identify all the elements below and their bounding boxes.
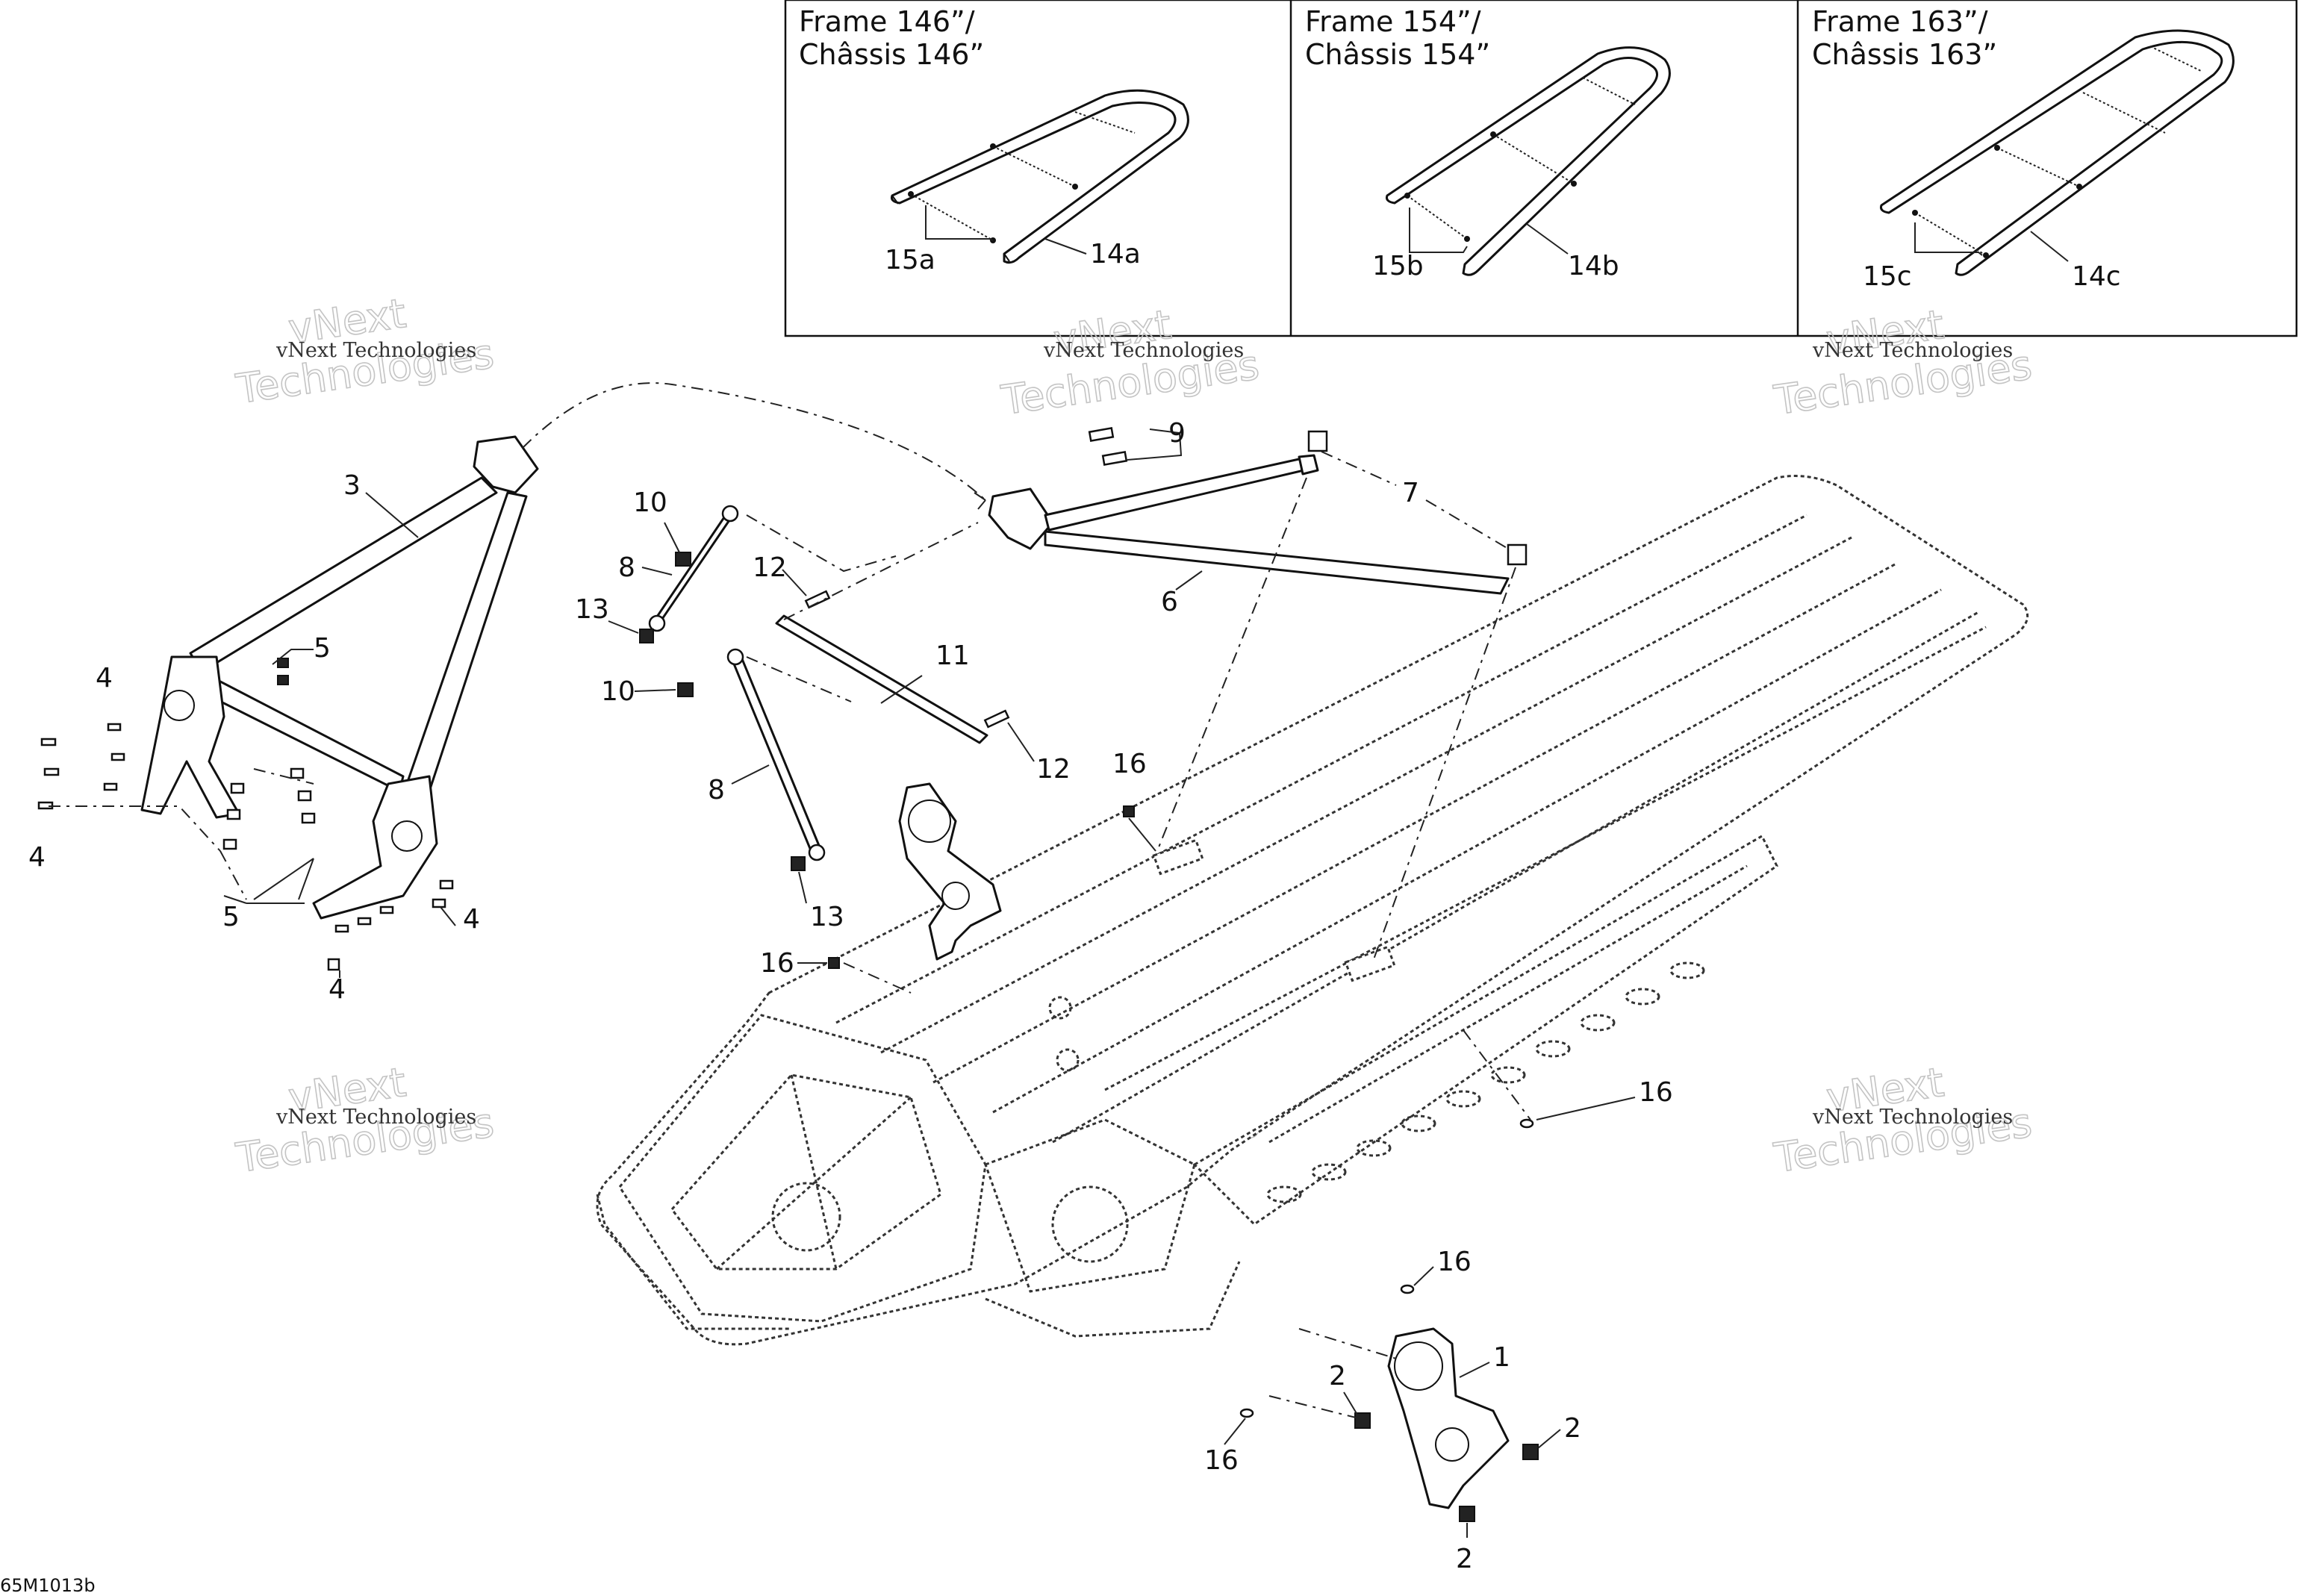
inset-title-line2: Châssis 163” — [1812, 38, 1997, 71]
inset-frame-border — [784, 0, 2298, 337]
loose-bracket — [898, 782, 1002, 961]
callout-8: 8 — [618, 552, 635, 583]
cross-lines-154 — [1404, 77, 1636, 242]
callout-10: 10 — [601, 676, 635, 707]
callout-12: 12 — [753, 552, 787, 583]
callout-16: 16 — [760, 948, 794, 979]
chassis-tunnel — [596, 475, 2029, 1346]
label-14c: 14c — [2072, 261, 2121, 292]
rail-loop-14c — [1880, 29, 2235, 276]
inset-frame-163: Frame 163”/ Châssis 163” 15c 14c — [1812, 5, 2235, 292]
callout-10: 10 — [633, 487, 667, 518]
callout-2: 2 — [1329, 1361, 1346, 1391]
inset-title-line2: Châssis 154” — [1305, 38, 1490, 71]
callout-6: 6 — [1161, 587, 1178, 617]
rail-loop-14a — [891, 89, 1189, 264]
label-15a: 15a — [885, 245, 935, 275]
callout-16: 16 — [1112, 749, 1147, 779]
watermark-text: vNext Technologies — [1043, 339, 1244, 362]
drawing-code: 65M1013b — [0, 1575, 96, 1596]
callout-2: 2 — [1564, 1413, 1581, 1444]
callout-16: 16 — [1437, 1247, 1472, 1277]
callout-12: 12 — [1036, 754, 1071, 785]
inset-frame-146: Frame 146”/ Châssis 146” 15a 14a — [799, 5, 1189, 275]
callout-4: 4 — [463, 904, 480, 935]
callout-11: 11 — [935, 640, 970, 671]
callout-16: 16 — [1639, 1077, 1673, 1108]
callout-9: 9 — [1168, 418, 1186, 449]
callout-13: 13 — [575, 594, 609, 625]
watermark-text: vNext Technologies — [275, 339, 476, 362]
callout-13: 13 — [810, 902, 844, 932]
inset-title-line1: Frame 154”/ — [1305, 5, 1481, 38]
fasteners-left — [37, 658, 454, 971]
inset-title-line1: Frame 163”/ — [1812, 5, 1988, 38]
callout-5: 5 — [314, 633, 331, 664]
watermark-text: vNext Technologies — [1812, 339, 2013, 362]
callout-8: 8 — [708, 775, 725, 805]
cross-lines-163 — [1912, 46, 2203, 258]
part-7-nuts — [1156, 430, 1528, 960]
part-16-rivets — [828, 805, 1534, 1418]
inset-frame-154: Frame 154”/ Châssis 154” 15b 14b — [1305, 5, 1671, 281]
hardware-10-12-13 — [639, 514, 1010, 871]
inset-title-line1: Frame 146”/ — [799, 5, 975, 38]
callout-3: 3 — [343, 470, 361, 501]
watermark-text: vNext Technologies — [1812, 1106, 2013, 1129]
side-wall-cutouts — [1266, 961, 1705, 1203]
part-3-front-a-frame — [140, 435, 539, 920]
callout-4: 4 — [328, 974, 346, 1005]
part-1-bracket — [1387, 1327, 1510, 1509]
cross-lines-146 — [908, 111, 1136, 243]
rail-loop-14b — [1386, 46, 1671, 276]
label-15c: 15c — [1863, 261, 1912, 292]
callout-16: 16 — [1204, 1445, 1239, 1476]
label-15b: 15b — [1372, 251, 1424, 281]
callout-2: 2 — [1456, 1544, 1473, 1574]
part-11-rod — [775, 614, 988, 744]
part-9-bolts — [1088, 427, 1183, 466]
watermark-text: vNext Technologies — [275, 1106, 476, 1129]
label-14a: 14a — [1090, 239, 1141, 269]
callout-4: 4 — [28, 842, 46, 873]
leader-lines-a-frame — [49, 382, 986, 978]
callout-labels: 3 4 4 4 4 5 5 6 7 8 8 9 10 10 11 12 12 1… — [28, 418, 1673, 1574]
callout-1: 1 — [1493, 1342, 1510, 1373]
callout-5: 5 — [222, 902, 240, 932]
part-2-nuts — [1268, 1328, 1539, 1522]
callout-4: 4 — [96, 663, 113, 693]
part-6-rear-a-frame — [988, 454, 1510, 595]
part-8-struts — [648, 505, 826, 861]
inset-panels — [784, 0, 2298, 337]
callout-7: 7 — [1402, 478, 1419, 508]
inset-title-line2: Châssis 146” — [799, 38, 984, 71]
label-14b: 14b — [1568, 251, 1619, 281]
